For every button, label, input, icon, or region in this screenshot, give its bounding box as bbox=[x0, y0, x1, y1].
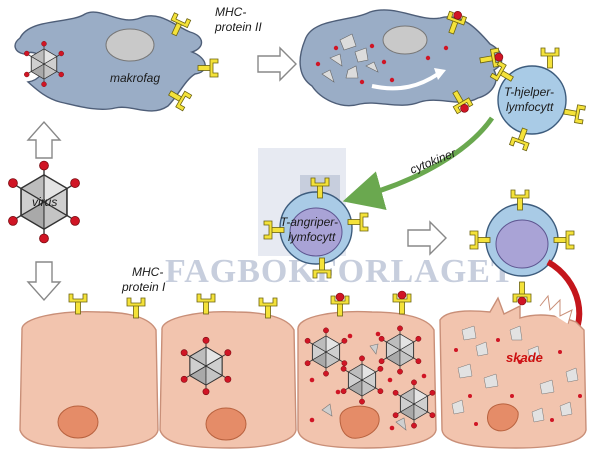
arrow-to-attack bbox=[407, 220, 447, 256]
cell-3-nucleus bbox=[339, 405, 380, 439]
skade-label: skade bbox=[506, 350, 543, 365]
watermark-text: FAGBOKFORLAGET bbox=[165, 253, 515, 290]
t-helper-label-line1: T-hjelper- bbox=[504, 85, 554, 99]
t-killer-lymphocyte: T-angriper- lymfocytt bbox=[279, 191, 353, 265]
mhc-ii-label-line2: protein II bbox=[214, 20, 262, 34]
attacking-lymphocyte bbox=[485, 203, 559, 277]
virus-fragments bbox=[321, 33, 379, 83]
processing-nucleus bbox=[382, 25, 428, 55]
body-cell-4 bbox=[439, 294, 587, 449]
cell-4-antigens bbox=[454, 338, 582, 426]
cytokine-arrow bbox=[342, 116, 495, 210]
cytokiner-label: cytokiner bbox=[408, 145, 459, 176]
processing-macrophage bbox=[299, 9, 503, 107]
cell-4-nucleus bbox=[487, 403, 519, 432]
cell-4-rupture bbox=[539, 294, 573, 325]
macrophage-nucleus bbox=[105, 28, 155, 62]
mhc-ii-label: MHC- protein II bbox=[214, 5, 262, 34]
mhc-i-label-line1: MHC- bbox=[132, 265, 163, 279]
arrow-to-processing bbox=[257, 46, 297, 82]
mhc-i-label-line2: protein I bbox=[121, 280, 166, 294]
arrow-virus-up bbox=[26, 120, 62, 159]
t-killer-label-line1: T-angriper- bbox=[280, 215, 338, 229]
mhc-i-label: MHC- protein I bbox=[121, 265, 167, 294]
arrow-virus-down bbox=[26, 261, 62, 302]
cell-3-pieces bbox=[321, 343, 407, 431]
t-killer-label-line2: lymfocytt bbox=[288, 230, 336, 244]
body-cell-1 bbox=[19, 310, 159, 449]
cell-3-fragments bbox=[309, 331, 427, 431]
mhc-ii-label-line1: MHC- bbox=[215, 5, 246, 19]
antigen-fragments bbox=[315, 43, 449, 85]
processing-arrow bbox=[371, 72, 440, 91]
t-helper-label-line2: lymfocytt bbox=[506, 100, 554, 114]
macrophage: makrofag bbox=[14, 11, 206, 112]
t-helper-label: T-hjelper- lymfocytt bbox=[504, 85, 557, 114]
virus-label: virus bbox=[32, 195, 57, 209]
cell-2-nucleus bbox=[205, 407, 247, 441]
cell-1-nucleus bbox=[57, 405, 99, 439]
macrophage-label: makrofag bbox=[110, 71, 160, 85]
t-killer-label: T-angriper- lymfocytt bbox=[280, 215, 341, 244]
cell-4-debris bbox=[451, 325, 579, 423]
t-helper-lymphocyte: T-hjelper- lymfocytt bbox=[497, 65, 567, 135]
